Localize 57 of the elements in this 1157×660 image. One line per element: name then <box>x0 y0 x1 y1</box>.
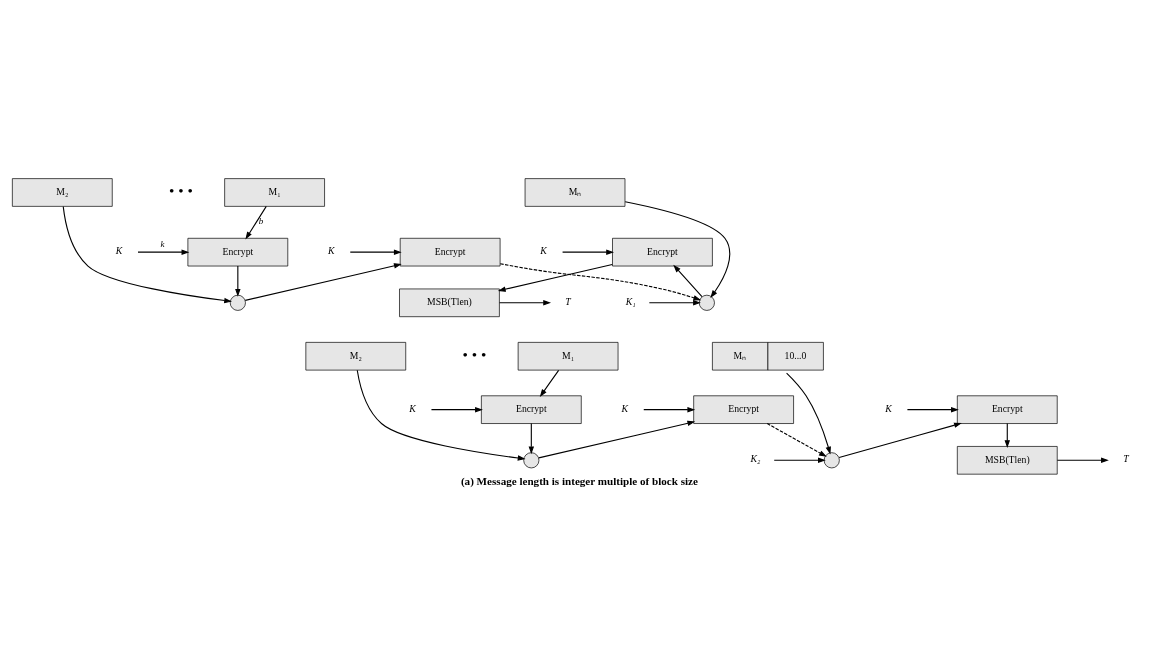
arrow <box>643 406 696 412</box>
arrow <box>528 422 535 454</box>
node-box: Encrypt <box>481 394 582 424</box>
edge-label: k <box>160 238 165 249</box>
arrow <box>624 200 731 298</box>
node-circle <box>823 451 840 468</box>
arrow <box>906 406 959 412</box>
node-box: MSB(Tlen) <box>956 445 1058 475</box>
node-circle <box>698 294 715 311</box>
node-box: Encrypt <box>693 394 794 424</box>
node-circle <box>523 451 540 468</box>
arrow <box>773 457 826 463</box>
arrow <box>235 265 241 297</box>
arrow <box>1056 457 1109 463</box>
arrow <box>62 205 232 303</box>
arrow <box>349 248 402 255</box>
node-text: K <box>885 402 892 414</box>
node-box: M₂ <box>305 341 407 370</box>
arrow <box>786 372 831 454</box>
node-text: T <box>1123 452 1129 464</box>
node-text: K <box>409 402 416 414</box>
node-box: Encrypt <box>612 237 713 266</box>
node-text: K₂ <box>750 452 761 464</box>
arrow <box>539 369 560 397</box>
arrow <box>244 262 402 301</box>
node-box: MSB(Tlen) <box>399 288 500 317</box>
arrow <box>498 299 551 306</box>
node-box: Encrypt <box>399 237 501 266</box>
label: • • • <box>169 181 193 199</box>
node-text: K <box>621 402 628 414</box>
arrow <box>430 406 483 412</box>
node-box: M₁ <box>517 341 619 370</box>
node-box: M₁ <box>224 177 325 207</box>
node-text: K <box>540 244 547 256</box>
node-text: T <box>565 295 571 307</box>
arrow <box>766 422 827 457</box>
node-text: K₁ <box>625 295 636 307</box>
node-box: M₂ <box>12 177 113 207</box>
arrow <box>497 263 613 292</box>
node-box: Encrypt <box>187 237 289 266</box>
edge-label: b <box>258 215 264 226</box>
arrow <box>245 205 267 239</box>
arrow <box>562 248 614 255</box>
arrow <box>838 422 962 458</box>
node-circle <box>229 294 246 311</box>
arrow <box>648 299 701 306</box>
arrow <box>673 264 703 297</box>
arrow <box>499 262 702 300</box>
label: • • • <box>462 345 487 363</box>
node-text: K <box>115 244 123 256</box>
node-text: K <box>328 244 335 256</box>
arrow <box>356 369 526 461</box>
node-box: Mₙ <box>524 177 626 207</box>
node-box: Encrypt <box>956 394 1058 424</box>
caption: (a) Message length is integer multiple of block size <box>460 474 698 487</box>
arrow <box>137 248 190 255</box>
arrow <box>538 420 696 458</box>
